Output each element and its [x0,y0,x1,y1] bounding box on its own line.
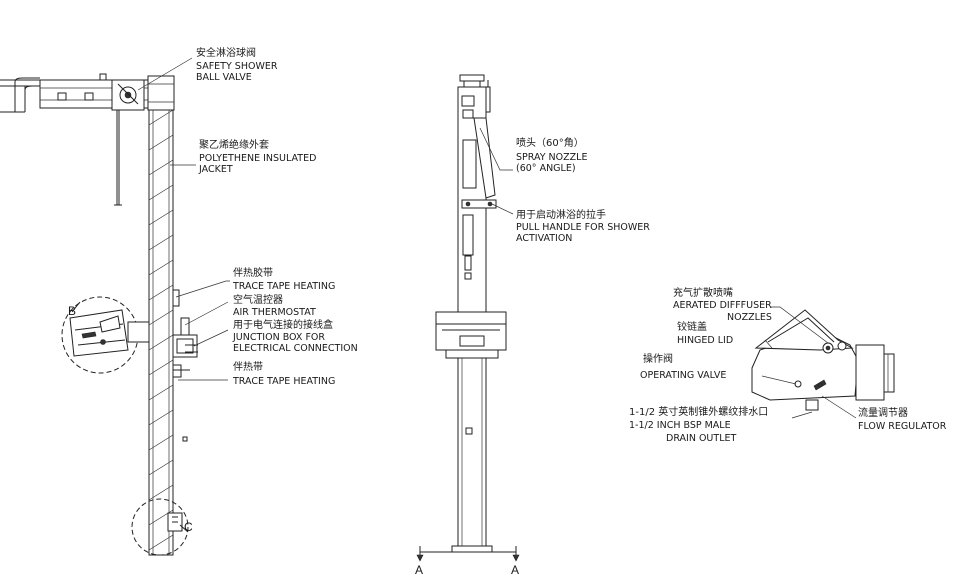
label-trace-tape-bottom: 伴热带 TRACE TAPE HEATING [232,360,335,387]
insulation-hatching [148,109,174,555]
svg-text:SAFETY SHOWER: SAFETY SHOWER [196,61,278,72]
svg-text:空气温控器: 空气温控器 [233,293,283,306]
svg-text:ACTIVATION: ACTIVATION [516,233,572,244]
svg-text:DRAIN OUTLET: DRAIN OUTLET [666,433,736,444]
svg-text:PULL HANDLE FOR SHOWER: PULL HANDLE FOR SHOWER [516,222,650,233]
label-hinged-lid: 铰链盖 HINGED LID [677,320,733,346]
svg-text:OPERATING VALVE: OPERATING VALVE [640,370,726,381]
label-air-thermostat: 空气温控器 AIR THERMOSTAT [233,293,316,318]
svg-text:FLOW REGULATOR: FLOW REGULATOR [858,421,947,432]
right-leaders [761,306,857,419]
svg-text:POLYETHENE INSULATED: POLYETHENE INSULATED [199,153,316,164]
svg-text:AERATED DIFFFUSER: AERATED DIFFFUSER [673,300,772,311]
svg-text:ELECTRICAL CONNECTION: ELECTRICAL CONNECTION [233,343,358,354]
svg-text:TRACE TAPE HEATING: TRACE TAPE HEATING [232,376,335,387]
section-a-right: A [511,563,519,577]
detail-b-label: B [68,304,76,318]
svg-text:AIR THERMOSTAT: AIR THERMOSTAT [233,307,316,318]
svg-text:流量调节器: 流量调节器 [858,406,908,419]
detail-c-label: C [184,520,193,534]
left-leaders [137,57,230,381]
detail-b-eyewash [61,296,150,374]
label-operating-valve: 操作阀 OPERATING VALVE [640,352,726,381]
svg-text:伴热带: 伴热带 [233,360,263,373]
label-trace-tape-top: 伴热胶带 TRACE TAPE HEATING [232,266,335,292]
svg-text:(60° ANGLE): (60° ANGLE) [516,163,576,174]
middle-shower-assembly [416,74,520,562]
svg-text:聚乙烯绝缘外套: 聚乙烯绝缘外套 [199,138,269,151]
svg-text:1-1/2 英寸英制锥外螺纹排水口: 1-1/2 英寸英制锥外螺纹排水口 [629,405,768,418]
svg-text:TRACE TAPE HEATING: TRACE TAPE HEATING [232,281,335,292]
label-junction-box: 用于电气连接的接线盒 JUNCTION BOX FOR ELECTRICAL C… [232,318,358,354]
svg-text:1-1/2 INCH BSP MALE: 1-1/2 INCH BSP MALE [629,420,731,431]
svg-text:JACKET: JACKET [198,164,233,175]
label-aerated-diffuser: 充气扩散喷嘴 AERATED DIFFFUSER NOZZLES [673,286,772,323]
svg-text:HINGED LID: HINGED LID [677,335,733,346]
label-polyethene-jacket: 聚乙烯绝缘外套 POLYETHENE INSULATED JACKET [198,138,316,175]
detail-c-base [131,498,189,556]
svg-text:安全淋浴球阀: 安全淋浴球阀 [196,46,256,59]
svg-text:铰链盖: 铰链盖 [677,320,707,333]
label-flow-regulator: 流量调节器 FLOW REGULATOR [858,406,947,432]
svg-text:SPRAY NOZZLE: SPRAY NOZZLE [516,152,587,163]
svg-text:伴热胶带: 伴热胶带 [233,266,273,279]
svg-text:操作阀: 操作阀 [643,352,673,365]
svg-text:充气扩散喷嘴: 充气扩散喷嘴 [673,286,733,299]
svg-text:NOZZLES: NOZZLES [727,312,772,323]
section-a-left: A [415,563,423,577]
label-pull-handle: 用于启动淋浴的拉手 PULL HANDLE FOR SHOWER ACTIVAT… [516,208,650,244]
detail-b-leader [71,301,81,313]
svg-text:喷头（60°角）: 喷头（60°角） [516,137,584,149]
svg-text:JUNCTION BOX FOR: JUNCTION BOX FOR [232,332,325,343]
label-safety-shower-valve: 安全淋浴球阀 SAFETY SHOWER BALL VALVE [196,46,278,83]
left-shower-assembly: B C [0,73,198,556]
svg-text:用于电气连接的接线盒: 用于电气连接的接线盒 [233,318,333,331]
right-eyewash-assembly [751,309,895,411]
middle-leaders [479,127,514,215]
label-drain-outlet: 1-1/2 英寸英制锥外螺纹排水口 1-1/2 INCH BSP MALE DR… [629,405,768,444]
label-spray-nozzle: 喷头（60°角） SPRAY NOZZLE (60° ANGLE) [516,137,587,174]
svg-text:BALL VALVE: BALL VALVE [196,72,252,83]
svg-text:用于启动淋浴的拉手: 用于启动淋浴的拉手 [516,208,606,221]
